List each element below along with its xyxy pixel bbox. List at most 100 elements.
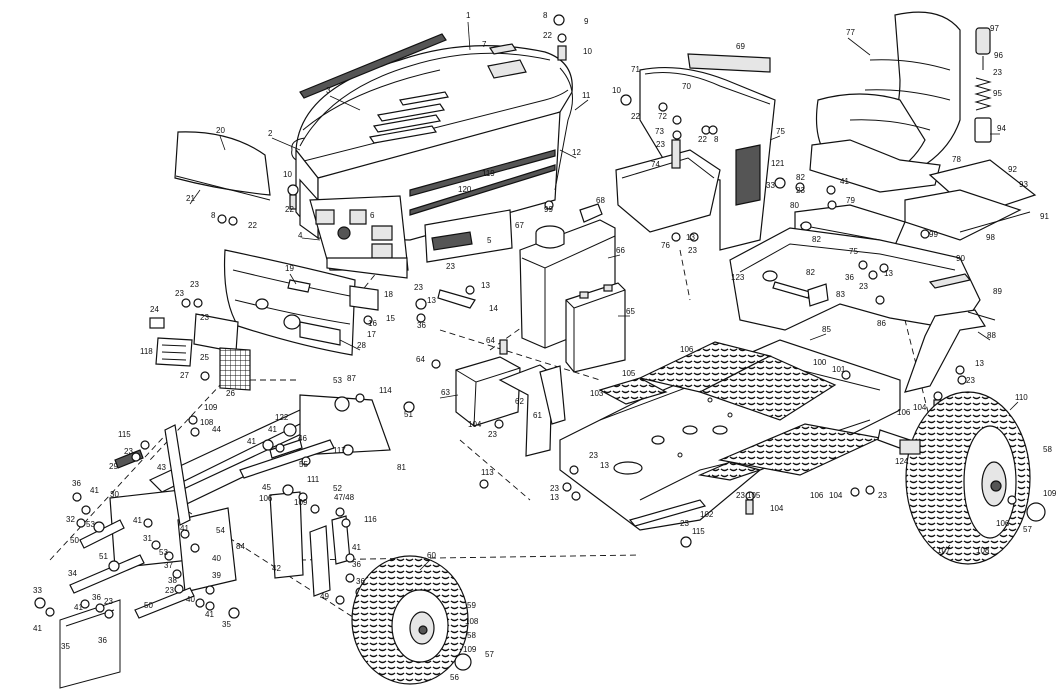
headlight-grates bbox=[155, 313, 251, 391]
callout-c6: 6 bbox=[370, 211, 375, 220]
callout-c108c: 108 bbox=[465, 617, 479, 626]
callout-c41c: 41 bbox=[247, 437, 256, 446]
leader-lines bbox=[189, 21, 1019, 571]
callout-c119: 119 bbox=[482, 169, 495, 178]
callout-c41b: 41 bbox=[268, 425, 277, 434]
callout-c69: 69 bbox=[736, 42, 745, 51]
callout-c91: 91 bbox=[1040, 212, 1049, 221]
callout-c64b: 64 bbox=[486, 336, 495, 345]
callout-c54: 54 bbox=[216, 526, 225, 535]
callout-c102: 102 bbox=[700, 510, 714, 519]
callout-c88: 88 bbox=[987, 331, 996, 340]
callout-c41a: 41 bbox=[840, 177, 849, 186]
callout-c60: 60 bbox=[427, 551, 436, 560]
callout-c108a: 108 bbox=[976, 546, 990, 555]
callout-c13f: 13 bbox=[600, 461, 609, 470]
callout-c23a: 23 bbox=[175, 289, 184, 298]
callout-c13a: 13 bbox=[427, 296, 436, 305]
callout-c50a: 50 bbox=[70, 536, 79, 545]
callout-c23c: 23 bbox=[200, 313, 209, 322]
callout-c13g: 13 bbox=[550, 493, 559, 502]
callout-c46: 46 bbox=[298, 434, 307, 443]
callout-c41i: 41 bbox=[33, 624, 42, 633]
callout-c73: 73 bbox=[655, 127, 664, 136]
callout-c43: 43 bbox=[157, 463, 166, 472]
callout-c26: 26 bbox=[226, 389, 235, 398]
callout-c25: 25 bbox=[200, 353, 209, 362]
callout-c109c: 109 bbox=[294, 498, 308, 507]
callout-c106b: 106 bbox=[897, 408, 911, 417]
callout-c90: 90 bbox=[956, 254, 965, 263]
callout-c92: 92 bbox=[1008, 165, 1017, 174]
callout-c45: 45 bbox=[262, 483, 271, 492]
callout-labels: 1234567892210111211912020211022822192323… bbox=[33, 11, 1057, 682]
callout-c2: 2 bbox=[268, 129, 273, 138]
callout-c10a: 10 bbox=[583, 47, 592, 56]
callout-c36d: 36 bbox=[352, 560, 361, 569]
callout-c99: 99 bbox=[544, 205, 553, 214]
callout-c38: 38 bbox=[168, 576, 177, 585]
callout-c13c: 13 bbox=[686, 233, 695, 242]
callout-c22e: 22 bbox=[698, 135, 707, 144]
callout-c23e: 23 bbox=[446, 262, 455, 271]
callout-c106c: 106 bbox=[996, 519, 1010, 528]
callout-c75b: 75 bbox=[849, 247, 858, 256]
steering-linkage bbox=[69, 424, 335, 619]
callout-c15: 15 bbox=[386, 314, 395, 323]
callout-c65: 65 bbox=[626, 307, 635, 316]
callout-c53c: 53 bbox=[159, 548, 168, 557]
callout-c82a: 82 bbox=[796, 173, 805, 182]
callout-c41d: 41 bbox=[90, 486, 99, 495]
callout-c23d: 23 bbox=[414, 283, 423, 292]
callout-c14: 14 bbox=[489, 304, 498, 313]
callout-c97: 97 bbox=[990, 24, 999, 33]
seat bbox=[809, 11, 961, 193]
callout-c3: 3 bbox=[326, 86, 331, 95]
callout-c23q: 23 bbox=[550, 484, 559, 493]
callout-c95: 95 bbox=[993, 89, 1002, 98]
callout-c8c: 8 bbox=[714, 135, 719, 144]
callout-c31: 31 bbox=[143, 534, 152, 543]
dash-tower bbox=[615, 53, 776, 251]
callout-c35a: 35 bbox=[61, 642, 70, 651]
callout-c9: 9 bbox=[584, 17, 589, 26]
callout-c109d: 109 bbox=[463, 645, 477, 654]
callout-c18: 18 bbox=[384, 290, 393, 299]
callout-c22b: 22 bbox=[285, 205, 294, 214]
front-bumper bbox=[223, 249, 356, 356]
callout-c67: 67 bbox=[515, 221, 524, 230]
callout-c23b: 23 bbox=[190, 280, 199, 289]
callout-c49: 49 bbox=[320, 592, 329, 601]
callout-c96: 96 bbox=[994, 51, 1003, 60]
callout-c110: 110 bbox=[1015, 393, 1028, 402]
callout-c23s: 23 bbox=[165, 586, 174, 595]
callout-c21: 21 bbox=[186, 194, 195, 203]
callout-c10c: 10 bbox=[612, 86, 621, 95]
callout-c41j: 41 bbox=[74, 603, 83, 612]
callout-c36e: 36 bbox=[356, 577, 365, 586]
callout-c53a: 53 bbox=[333, 376, 342, 385]
callout-c116: 116 bbox=[364, 515, 377, 524]
callout-c35b: 35 bbox=[222, 620, 231, 629]
callout-c47: 47/48 bbox=[334, 493, 355, 502]
callout-c40a: 40 bbox=[212, 554, 221, 563]
callout-c51a: 51 bbox=[404, 410, 413, 419]
callout-c58a: 58 bbox=[1043, 445, 1052, 454]
callout-c13e: 13 bbox=[975, 359, 984, 368]
callout-c68: 68 bbox=[596, 196, 605, 205]
callout-c23t: 23 bbox=[104, 597, 113, 606]
callout-c36g: 36 bbox=[98, 636, 107, 645]
callout-c44: 44 bbox=[212, 425, 221, 434]
callout-c94: 94 bbox=[997, 124, 1006, 133]
hood-seal bbox=[291, 67, 573, 191]
front-grille-panel bbox=[424, 209, 513, 263]
callout-c17: 17 bbox=[367, 330, 376, 339]
callout-c23i: 23 bbox=[993, 68, 1002, 77]
callout-c23r: 23 bbox=[124, 447, 133, 456]
callout-c107: 107 bbox=[937, 546, 951, 555]
callout-c23p: 23 bbox=[589, 451, 598, 460]
callout-c89: 89 bbox=[993, 287, 1002, 296]
callout-c118: 118 bbox=[140, 347, 153, 356]
callout-c24: 24 bbox=[150, 305, 159, 314]
callout-c1: 1 bbox=[466, 11, 471, 20]
